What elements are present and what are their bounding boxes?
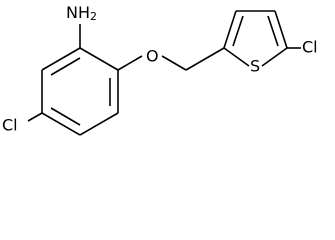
double-bond-c4-c5 [50, 107, 81, 126]
bond-t5-s [261, 47, 288, 67]
bond-c1-c2 [79, 47, 119, 71]
bond-ch2-thiophene [185, 47, 225, 71]
bond-c5-cl [27, 112, 43, 122]
amine-nitrogen: N [66, 3, 78, 22]
amine-subscript: 2 [90, 10, 97, 23]
thiophene-ring [223, 10, 301, 67]
bond-t4-t5 [274, 10, 288, 49]
amine-hydrogen: H [78, 3, 90, 22]
amine-label: NH2 [66, 3, 97, 24]
molecule-structure: NH2 O S Cl Cl [2, 3, 318, 136]
bond-c6-c1 [41, 47, 81, 71]
bond-o-ch2 [161, 55, 187, 71]
double-bond-t4-t5 [267, 15, 279, 47]
double-bond-c1-c6 [50, 57, 81, 76]
thiophene-sulfur: S [250, 57, 260, 76]
ether-oxygen: O [146, 47, 159, 66]
double-bond-t2-t3 [232, 15, 244, 47]
benzene-ring [41, 47, 119, 136]
bond-c4-c5 [41, 112, 81, 136]
bond-t2-t3 [223, 10, 237, 49]
thiophene-chlorine: Cl [302, 38, 318, 57]
bond-s-t2 [223, 47, 250, 67]
benzene-chlorine: Cl [2, 116, 18, 135]
bond-c3-c4 [79, 112, 119, 136]
bond-c2-o [117, 55, 143, 71]
